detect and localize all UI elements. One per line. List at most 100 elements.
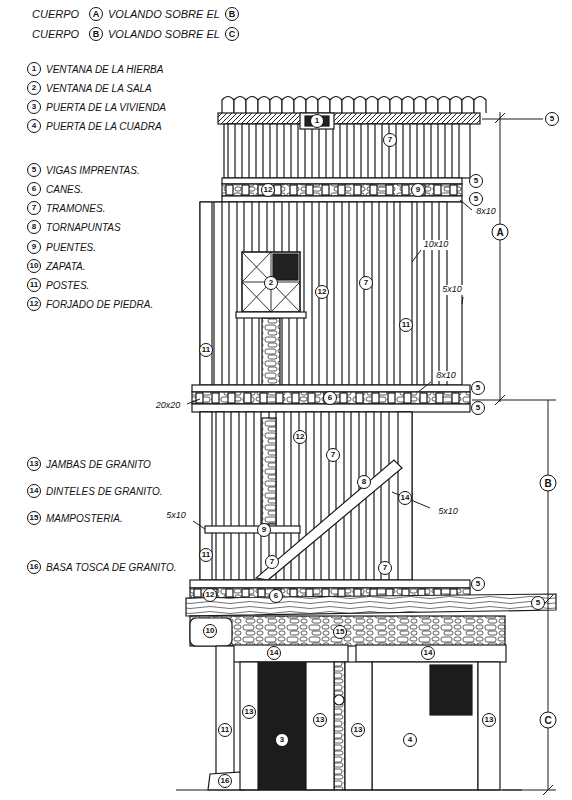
legend-number: 13 (27, 457, 41, 471)
heading-letter: C (225, 27, 239, 41)
legend-number: 6 (27, 182, 41, 196)
roof-tile (294, 97, 306, 114)
stone-floor (222, 184, 462, 196)
corbel (242, 589, 249, 597)
corbel (386, 185, 393, 195)
roof-tile (390, 97, 402, 114)
corbel (290, 589, 297, 597)
callout-number: 15 (333, 625, 347, 639)
plank (336, 412, 344, 580)
callout-number: 5 (531, 596, 545, 610)
corbel (372, 393, 379, 403)
plank (424, 202, 432, 385)
plank (256, 124, 263, 178)
corbel (258, 589, 265, 597)
heading-text: VOLANDO SOBRE EL (108, 28, 220, 40)
callout-number: 13 (313, 713, 327, 727)
roof-tile (438, 97, 450, 114)
heading-letter: A (89, 7, 103, 21)
plank (298, 124, 305, 178)
masonry (262, 318, 280, 385)
beam (222, 178, 462, 184)
corbel (196, 393, 203, 403)
masonry (190, 616, 505, 646)
callout-number: 14 (267, 646, 281, 660)
callout-number: 11 (218, 723, 232, 737)
legend-text: TRAMONES. (46, 203, 105, 214)
beam (190, 580, 470, 588)
corbel (212, 393, 219, 403)
corbel (274, 185, 281, 195)
corbel (356, 393, 363, 403)
post (400, 202, 412, 385)
legend-number: 10 (27, 259, 41, 273)
legend-text: VENTANA DE LA HIERBA (46, 64, 163, 75)
legend-number: 12 (27, 297, 41, 311)
corbel (322, 185, 329, 195)
brace (256, 460, 402, 580)
body-letter: B (540, 475, 557, 492)
roof-tile (378, 97, 390, 114)
bridge-beam (205, 526, 300, 533)
corbel (308, 393, 315, 403)
corbel (290, 185, 297, 195)
callout-number: 10 (203, 624, 217, 638)
big-beam (186, 594, 556, 616)
legend-text: PUERTA DE LA VIVIENDA (46, 102, 166, 113)
callout-number: 5 (469, 174, 483, 188)
legend-number: 16 (27, 560, 41, 574)
heading-text: CUERPO (32, 28, 79, 40)
callout-number: 12 (293, 430, 307, 444)
callout-number: 13 (242, 705, 256, 719)
corbel (420, 393, 427, 403)
heading-text: CUERPO (32, 8, 79, 20)
corbel (452, 393, 459, 403)
lintel (356, 645, 506, 662)
legend-number: 3 (27, 100, 41, 114)
stable-door (372, 662, 478, 790)
callout-number: 6 (323, 391, 337, 405)
shoe (190, 618, 232, 646)
plank (438, 124, 445, 178)
roof-tile (402, 97, 414, 114)
plank (284, 124, 291, 178)
plank (214, 202, 222, 385)
callout-number: 16 (218, 774, 232, 788)
corbel (306, 185, 313, 195)
dimension: 20x20 (154, 401, 183, 411)
legend-number: 4 (27, 119, 41, 133)
corbel (450, 185, 457, 195)
roof-tile (246, 97, 258, 114)
legend-text: PUENTES. (46, 242, 96, 253)
dimension-lines (187, 112, 556, 795)
dimension: 5x10 (436, 507, 460, 517)
legend-text: ZAPATA. (46, 261, 85, 272)
corbel (228, 393, 235, 403)
post (216, 646, 234, 774)
callout-number: 7 (326, 448, 340, 462)
roof-tile (354, 97, 366, 114)
planks (214, 202, 447, 385)
plank (229, 202, 237, 385)
callout-number: 6 (269, 589, 283, 603)
jamb (306, 662, 334, 790)
legend-number: 9 (27, 240, 41, 254)
legend-text: CANES. (46, 184, 83, 195)
plank (270, 124, 277, 178)
plank (340, 124, 347, 178)
roof-tile (342, 97, 354, 114)
legend-text: VENTANA DE LA SALA (46, 83, 152, 94)
beam (192, 404, 470, 412)
plank (304, 202, 312, 385)
masonry (262, 418, 276, 524)
heading-letter: B (225, 7, 239, 21)
corbel (292, 393, 299, 403)
roof-tile (330, 97, 342, 114)
callout-number: 5 (471, 401, 485, 415)
dimension: 5x10 (440, 285, 464, 295)
roof-tile (270, 97, 282, 114)
callout-number: 7 (359, 276, 373, 290)
jamb (478, 662, 500, 790)
legend-text: TORNAPUNTAS (46, 222, 121, 233)
